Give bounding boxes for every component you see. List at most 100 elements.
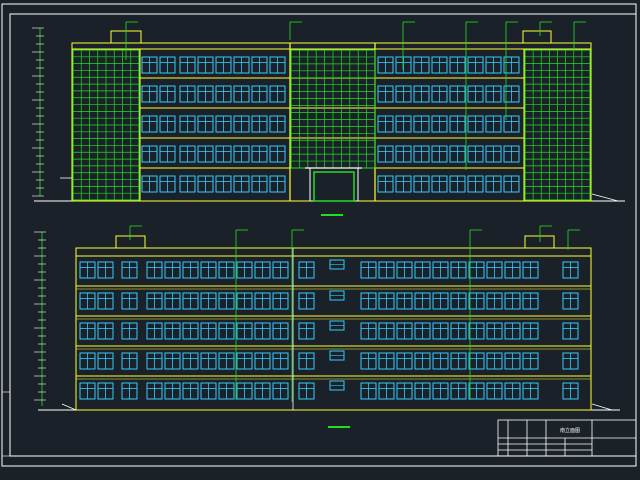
rear-elevation — [34, 225, 620, 428]
window — [146, 382, 163, 400]
window — [218, 382, 235, 400]
window — [298, 322, 315, 340]
window — [360, 382, 377, 400]
window — [431, 85, 448, 103]
window — [467, 175, 484, 193]
window — [450, 261, 467, 279]
window — [522, 261, 539, 279]
window — [449, 145, 466, 163]
window — [431, 56, 448, 74]
window — [449, 175, 466, 193]
window — [197, 56, 214, 74]
window — [395, 145, 412, 163]
window — [233, 115, 250, 133]
window — [251, 175, 268, 193]
window — [449, 115, 466, 133]
window — [269, 145, 286, 163]
window — [467, 85, 484, 103]
window — [522, 322, 539, 340]
window — [414, 352, 431, 370]
window — [486, 261, 503, 279]
window — [121, 261, 138, 279]
window — [272, 261, 289, 279]
window — [236, 261, 253, 279]
window — [468, 292, 485, 310]
window — [272, 352, 289, 370]
window — [164, 322, 181, 340]
windows-front — [141, 56, 520, 193]
window — [396, 322, 413, 340]
window — [396, 292, 413, 310]
window — [522, 352, 539, 370]
window — [413, 115, 430, 133]
window — [298, 382, 315, 400]
window — [164, 352, 181, 370]
window — [251, 85, 268, 103]
window — [298, 352, 315, 370]
window — [298, 261, 315, 279]
window — [79, 261, 96, 279]
window — [179, 145, 196, 163]
window — [218, 352, 235, 370]
window — [236, 382, 253, 400]
window — [233, 56, 250, 74]
window — [431, 145, 448, 163]
window — [450, 292, 467, 310]
window — [218, 261, 235, 279]
window — [272, 382, 289, 400]
window — [254, 292, 271, 310]
window — [395, 175, 412, 193]
window — [468, 261, 485, 279]
window — [254, 352, 271, 370]
window — [146, 261, 163, 279]
window — [360, 261, 377, 279]
window — [272, 322, 289, 340]
window — [269, 85, 286, 103]
window — [121, 382, 138, 400]
window — [233, 145, 250, 163]
window — [449, 56, 466, 74]
window — [215, 56, 232, 74]
window — [377, 175, 394, 193]
window — [141, 56, 158, 74]
window — [504, 322, 521, 340]
curtain-wall-center — [290, 49, 376, 169]
level-scale-bottom — [34, 231, 46, 406]
window — [79, 382, 96, 400]
window — [159, 145, 176, 163]
window — [414, 292, 431, 310]
window — [97, 292, 114, 310]
window — [215, 175, 232, 193]
window — [485, 85, 502, 103]
window — [272, 292, 289, 310]
front-elevation — [32, 21, 625, 216]
window — [182, 261, 199, 279]
window — [236, 352, 253, 370]
window — [159, 115, 176, 133]
window — [182, 292, 199, 310]
window — [97, 382, 114, 400]
window — [197, 145, 214, 163]
window — [396, 261, 413, 279]
window — [159, 175, 176, 193]
window — [179, 115, 196, 133]
windows-rear — [79, 259, 579, 400]
window — [467, 115, 484, 133]
window — [179, 56, 196, 74]
window — [97, 261, 114, 279]
window — [269, 56, 286, 74]
window — [121, 322, 138, 340]
window — [79, 322, 96, 340]
window — [79, 292, 96, 310]
window — [164, 292, 181, 310]
window — [413, 56, 430, 74]
window — [218, 322, 235, 340]
main-entrance — [309, 167, 359, 202]
window — [377, 56, 394, 74]
window — [97, 352, 114, 370]
window — [251, 145, 268, 163]
window — [468, 382, 485, 400]
roof-parapet-left-rear — [115, 235, 146, 249]
window — [504, 382, 521, 400]
